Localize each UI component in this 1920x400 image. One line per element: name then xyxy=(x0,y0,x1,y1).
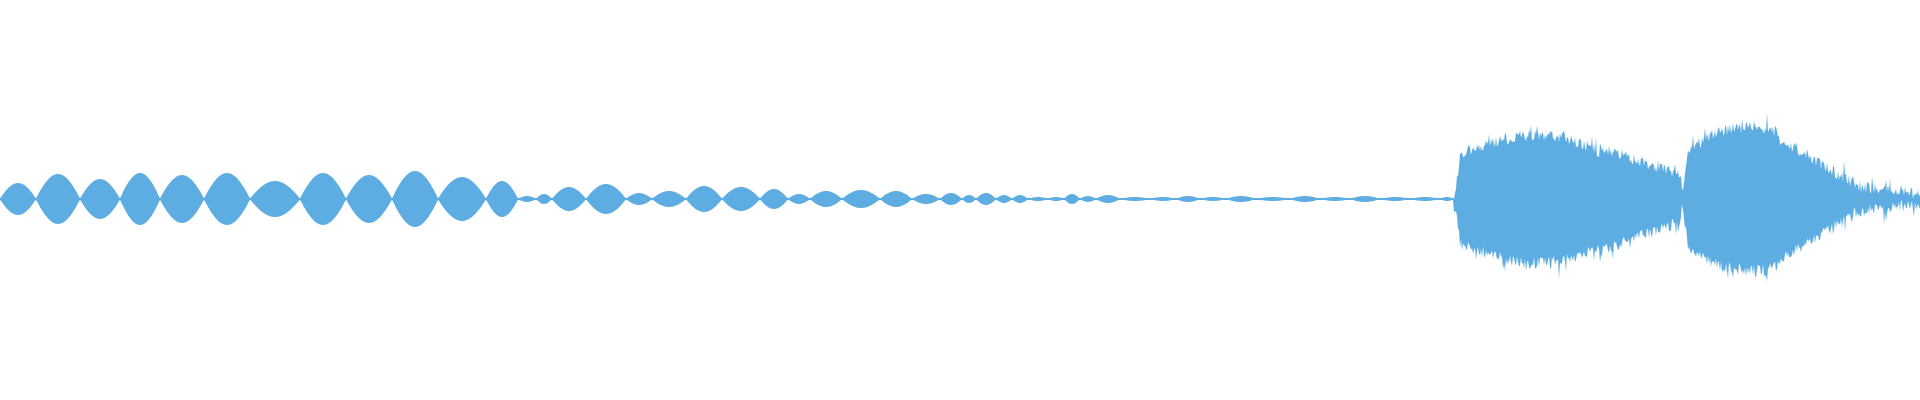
waveform-shape xyxy=(0,112,1920,283)
